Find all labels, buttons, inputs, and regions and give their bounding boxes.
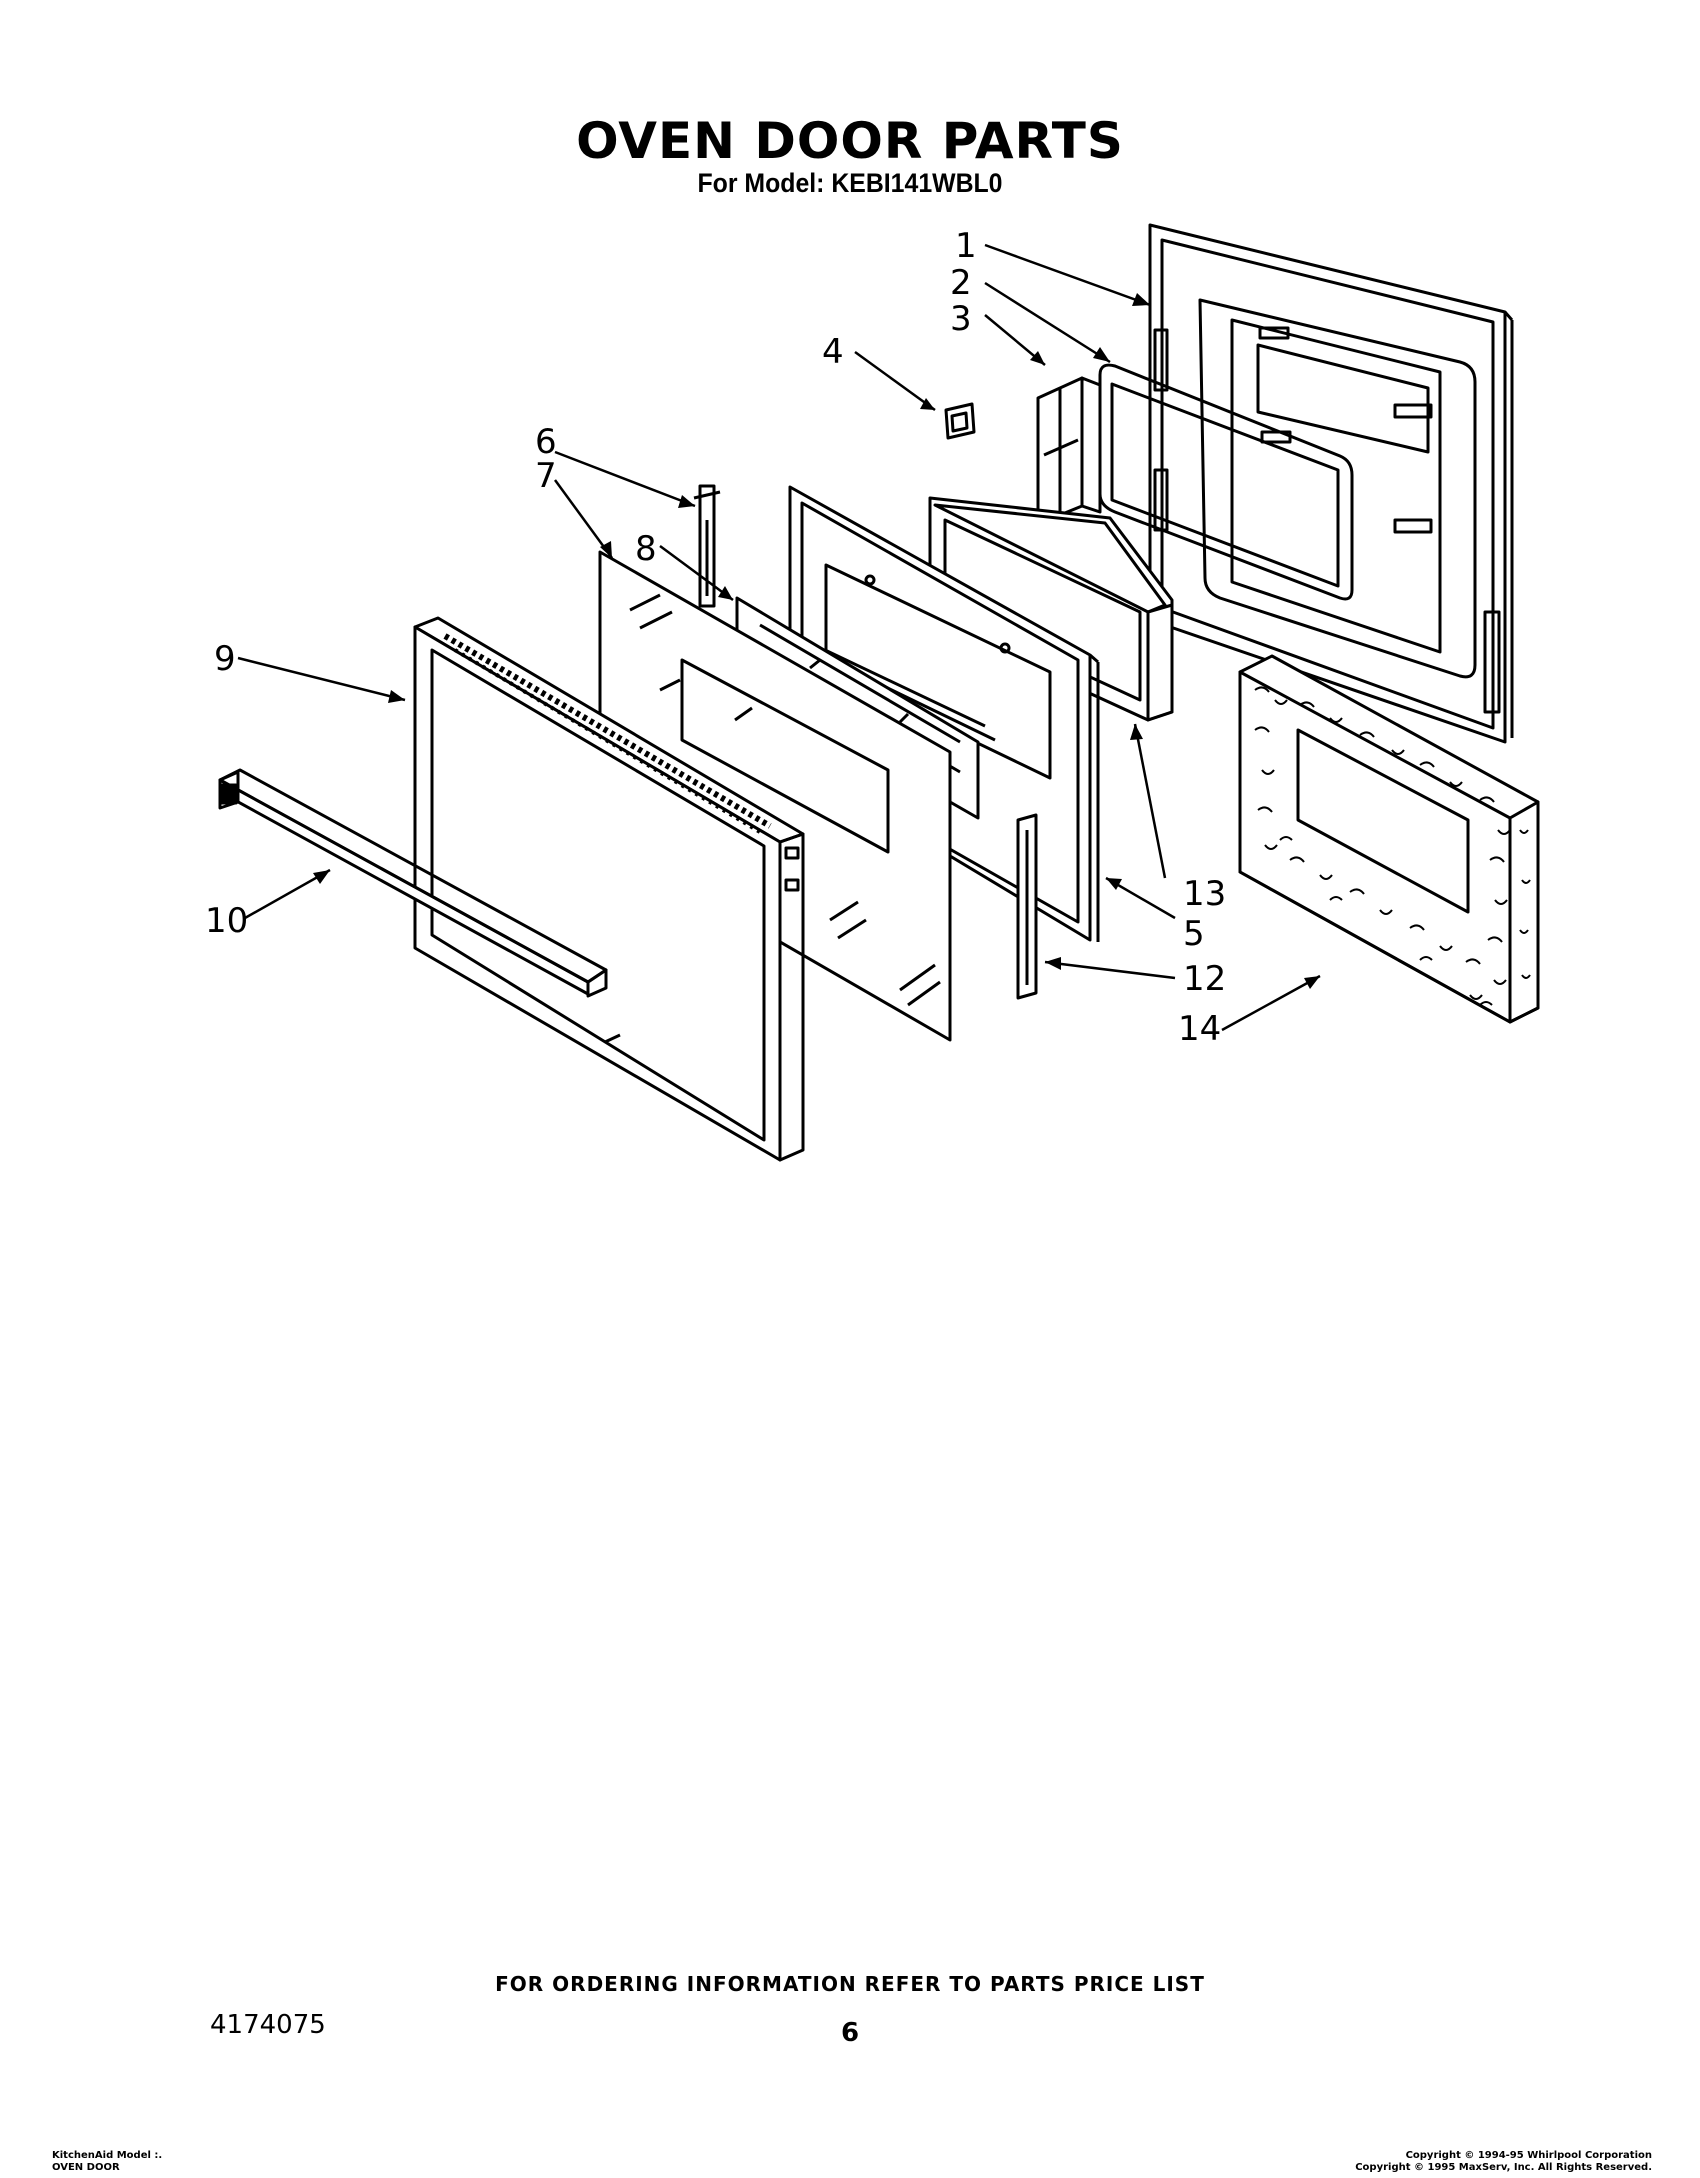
footer-left-line-1: KitchenAid Model :. [52,2150,163,2161]
exploded-parts-diagram: 1 2 3 4 6 7 8 9 10 13 5 12 14 [205,223,1540,1162]
part-14-insulation-panel [1238,654,1540,1024]
part-2-door-gasket [1098,363,1354,601]
callout-1: 1 [955,226,977,266]
callout-5: 5 [1183,914,1205,954]
callout-7: 7 [535,456,557,496]
callout-8: 8 [635,529,657,569]
part-4-clip [944,402,976,440]
part-3-bracket [1036,376,1102,526]
ordering-note: FOR ORDERING INFORMATION REFER TO PARTS … [495,1972,1205,1996]
footer-left-line-2: OVEN DOOR [52,2162,120,2173]
part-10-door-handle [218,768,608,998]
callout-2: 2 [950,263,972,303]
page-title: OVEN DOOR PARTS [576,112,1124,170]
callout-9: 9 [214,639,236,679]
model-subtitle: For Model: KEBI141WBL0 [697,168,1003,198]
document-number: 4174075 [210,2010,326,2040]
callout-14: 14 [1178,1009,1221,1049]
footer-right-line-2: Copyright © 1995 MaxServ, Inc. All Right… [1355,2162,1652,2173]
footer-copyright: Copyright © 1994-95 Whirlpool Corporatio… [1355,2150,1652,2174]
callout-12: 12 [1183,959,1226,999]
leader-arrowheads [313,293,1320,989]
callout-10: 10 [205,901,248,941]
part-1-inner-door-panel [1148,223,1514,744]
callout-4: 4 [822,332,844,372]
callout-6: 6 [535,422,557,462]
part-6-hinge-pin [693,484,721,608]
footer-model-info: KitchenAid Model :. OVEN DOOR [52,2150,162,2174]
callout-3: 3 [950,299,972,339]
part-9-door-frame [413,616,805,1162]
part-12-side-strip [1016,813,1038,1000]
page-number: 6 [840,2018,860,2048]
footer-right-line-1: Copyright © 1994-95 Whirlpool Corporatio… [1405,2150,1652,2161]
callout-13: 13 [1183,874,1226,914]
